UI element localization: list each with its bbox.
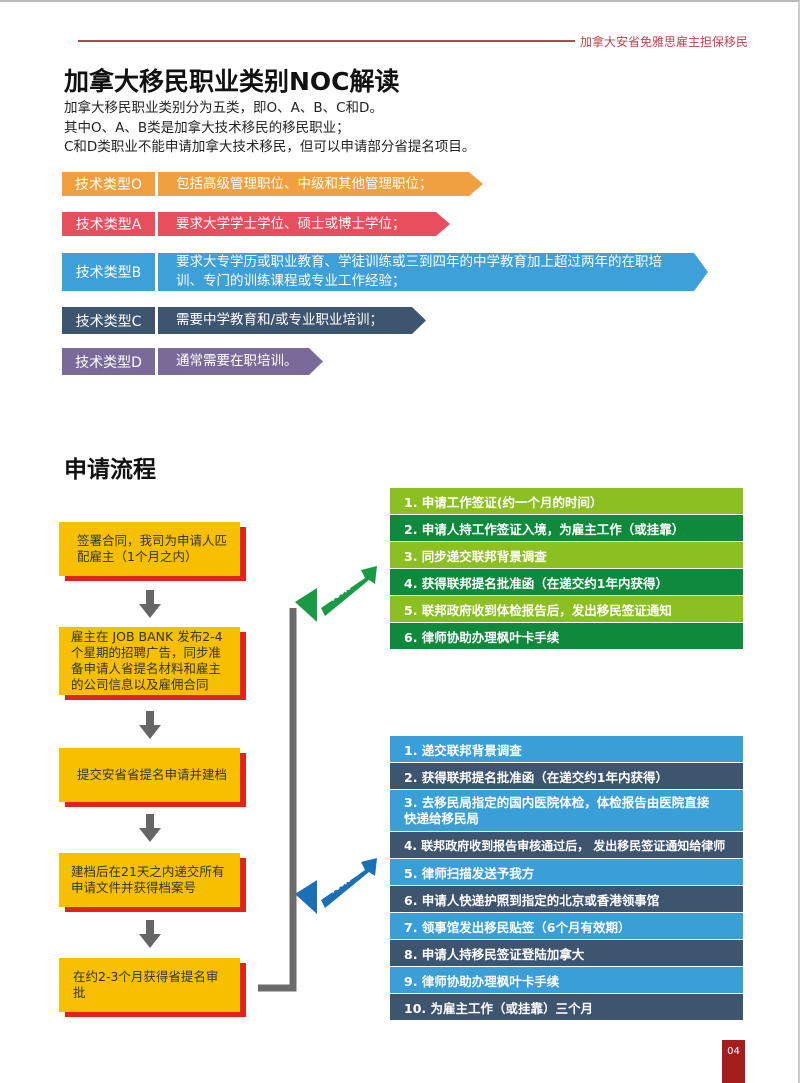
type-b: 技术类型B 要求大专学历或职业教育、学徒训练或三到四年的中学教育加上超过两年的在… xyxy=(62,253,708,291)
plan1-item: 4. 获得联邦提名批准函（在递交约1年内获得） xyxy=(390,569,743,596)
plan2-item: 10. 为雇主工作（或挂靠）三个月 xyxy=(390,994,743,1021)
intro-line: 其中O、A、B类是加拿大技术移民的移民职业； xyxy=(64,119,350,136)
down-arrow-icon xyxy=(139,590,161,618)
plan1-arrow-icon xyxy=(295,566,377,622)
intro-line: C和D类职业不能申请加拿大技术移民，但可以申请部分省提名项目。 xyxy=(64,139,476,155)
process-step: 建档后在21天之内递交所有申请文件并获得档案号 xyxy=(59,853,240,907)
intro-line: 加拿大移民职业类别分为五类，即O、A、B、C和D。 xyxy=(64,100,383,116)
type-desc: 需要中学教育和/或专业职业培训； xyxy=(158,307,426,334)
type-label: 技术类型A xyxy=(62,212,155,236)
process-title: 申请流程 xyxy=(64,457,156,483)
plan1-item: 1. 申请工作签证(约一个月的时间） xyxy=(390,488,743,515)
page-number: 04 xyxy=(722,1040,745,1083)
plan2-item: 2. 获得联邦提名批准函（在递交约1年内获得） xyxy=(390,763,743,790)
type-desc: 包括高级管理职位、中级和其他管理职位； xyxy=(158,172,483,196)
plan2-arrow: 方案二 xyxy=(295,852,380,920)
plan2-item: 4. 联邦政府收到报告审核通过后， 发出移民签证通知给律师 xyxy=(390,832,743,859)
type-label: 技术类型B xyxy=(62,253,155,291)
plan2-item: 1. 递交联邦背景调查 xyxy=(390,736,743,763)
process-step: 签署合同，我司为申请人匹配雇主（1个月之内） xyxy=(59,522,240,576)
type-o: 技术类型O 包括高级管理职位、中级和其他管理职位； xyxy=(62,172,483,196)
down-arrow-icon xyxy=(139,814,161,842)
plan2-item: 8. 申请人持移民签证登陆加拿大 xyxy=(390,940,743,967)
page-title: 加拿大移民职业类别NOC解读 xyxy=(64,67,400,96)
intro-text: 加拿大移民职业类别分为五类，即O、A、B、C和D。 其中O、A、B类是加拿大技术… xyxy=(64,99,475,158)
header-rule xyxy=(78,40,575,42)
type-c: 技术类型C 需要中学教育和/或专业职业培训； xyxy=(62,307,426,334)
plan2-item: 7. 领事馆发出移民贴签（6个月有效期） xyxy=(390,913,743,940)
plan1-item: 3. 同步递交联邦背景调查 xyxy=(390,542,743,569)
process-step: 提交安省省提名申请并建档 xyxy=(59,748,240,802)
type-desc: 通常需要在职培训。 xyxy=(158,348,323,375)
process-step: 在约2-3个月获得省提名审批 xyxy=(59,958,240,1012)
plan2-item: 6. 申请人快递护照到指定的北京或香港领事馆 xyxy=(390,886,743,913)
plan2-arrow-icon xyxy=(295,858,377,914)
plan2-list: 1. 递交联邦背景调查 2. 获得联邦提名批准函（在递交约1年内获得） 3. 去… xyxy=(390,736,743,1021)
plan1-arrow: 方案一 xyxy=(295,560,380,628)
type-label: 技术类型D xyxy=(62,348,155,375)
down-arrow-icon xyxy=(139,711,161,739)
plan2-item: 3. 去移民局指定的国内医院体检，体检报告由医院直接快递给移民局 xyxy=(390,790,743,832)
plan1-item: 5. 联邦政府收到体检报告后，发出移民签证通知 xyxy=(390,596,743,623)
running-title: 加拿大安省免雅思雇主担保移民 xyxy=(580,35,749,49)
plan1-item: 6. 律师协助办理枫叶卡手续 xyxy=(390,623,743,650)
plan2-item: 5. 律师扫描发送予我方 xyxy=(390,859,743,886)
type-label: 技术类型C xyxy=(62,307,155,334)
type-desc: 要求大专学历或职业教育、学徒训练或三到四年的中学教育加上超过两年的在职培训、专门… xyxy=(158,253,708,291)
type-label: 技术类型O xyxy=(62,172,155,196)
type-d: 技术类型D 通常需要在职培训。 xyxy=(62,348,323,375)
plan1-list: 1. 申请工作签证(约一个月的时间） 2. 申请人持工作签证入境，为雇主工作（或… xyxy=(390,488,743,650)
branch-connector xyxy=(258,608,297,992)
plan1-item: 2. 申请人持工作签证入境，为雇主工作（或挂靠） xyxy=(390,515,743,542)
type-desc: 要求大学学士学位、硕士或博士学位； xyxy=(158,212,450,236)
down-arrow-icon xyxy=(139,920,161,948)
process-step: 雇主在 JOB BANK 发布2-4个星期的招聘广告，同步准备申请人省提名材料和… xyxy=(59,627,240,695)
plan2-item: 9. 律师协助办理枫叶卡手续 xyxy=(390,967,743,994)
type-a: 技术类型A 要求大学学士学位、硕士或博士学位； xyxy=(62,212,450,236)
